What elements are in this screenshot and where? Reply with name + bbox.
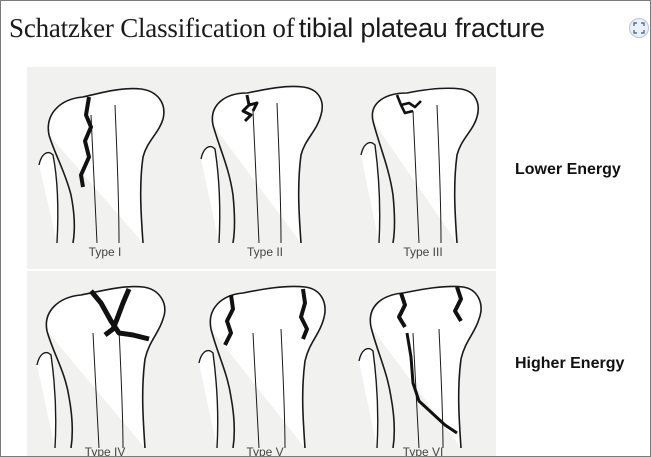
title-part-serif: Schatzker Classification of bbox=[9, 13, 295, 43]
expand-icon[interactable] bbox=[629, 18, 649, 38]
type-label-1: Type I bbox=[45, 245, 165, 259]
type-label-3: Type III bbox=[363, 245, 483, 259]
schatzker-illustration-plate: Type I Type II Type III Type IV bbox=[27, 67, 496, 456]
tibia-type-4-illustration bbox=[31, 273, 179, 448]
slide-title: Schatzker Classification of tibial plate… bbox=[9, 13, 545, 53]
row-divider bbox=[27, 269, 496, 271]
lower-energy-label: Lower Energy bbox=[515, 161, 621, 179]
tibia-type-5-illustration bbox=[191, 273, 339, 448]
higher-energy-label: Higher Energy bbox=[515, 355, 624, 373]
tibia-type-1-illustration bbox=[31, 75, 179, 245]
type-label-6: Type VI bbox=[363, 445, 483, 456]
tibia-type-2-illustration bbox=[191, 75, 339, 245]
type-label-4: Type IV bbox=[45, 445, 165, 456]
tibia-type-3-illustration bbox=[349, 75, 496, 245]
type-label-2: Type II bbox=[205, 245, 325, 259]
tibia-type-6-illustration bbox=[349, 273, 496, 448]
type-label-5: Type V bbox=[205, 445, 325, 456]
title-part-sans: tibial plateau fracture bbox=[299, 13, 545, 43]
